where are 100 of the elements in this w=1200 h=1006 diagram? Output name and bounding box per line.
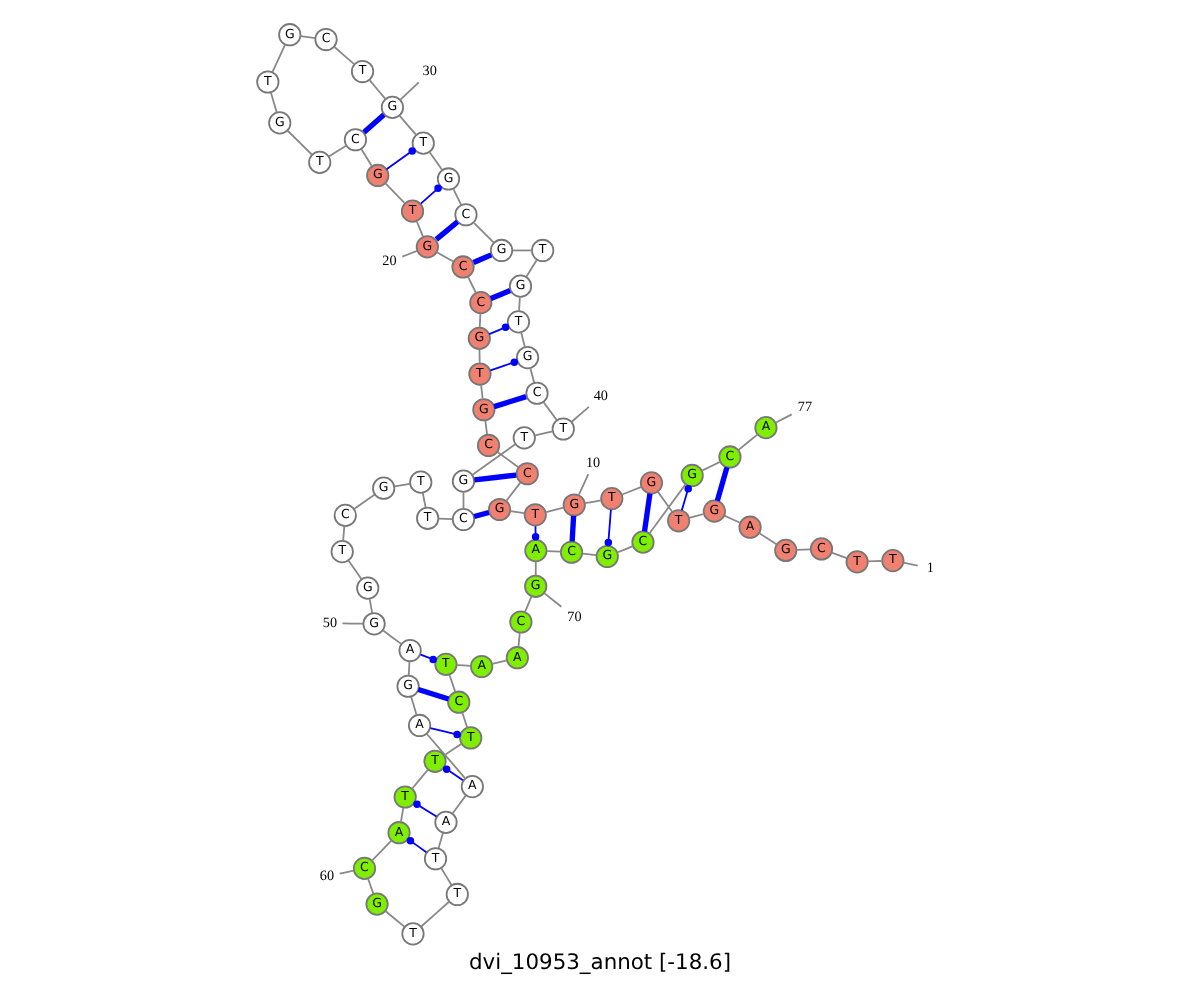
connector — [417, 686, 450, 702]
connector — [583, 499, 602, 505]
connector — [333, 46, 355, 66]
connector — [353, 493, 376, 510]
connector — [382, 629, 403, 645]
connector — [286, 129, 313, 156]
connector — [581, 552, 598, 557]
connector — [420, 901, 450, 928]
connector — [545, 506, 565, 513]
connector — [435, 251, 455, 263]
connector — [428, 151, 444, 171]
connector — [362, 112, 386, 135]
connector — [338, 869, 355, 875]
connector — [524, 595, 533, 613]
connector — [520, 331, 526, 348]
connector — [456, 664, 472, 667]
connector — [488, 323, 510, 336]
connector — [410, 696, 418, 716]
connector — [484, 419, 488, 436]
connector — [393, 483, 411, 488]
connector — [758, 532, 778, 546]
connector — [723, 514, 741, 524]
connector — [701, 461, 721, 472]
connector — [473, 509, 490, 520]
connector — [371, 839, 393, 862]
connector — [360, 148, 373, 167]
connector — [342, 525, 346, 542]
connector — [437, 832, 444, 849]
connector — [569, 515, 577, 542]
connector — [571, 406, 590, 423]
caption: dvi_10953_annot [-18.6] — [469, 948, 731, 975]
connector — [467, 276, 477, 294]
connector — [529, 367, 536, 384]
connector — [368, 598, 374, 615]
connector — [534, 560, 537, 576]
connector — [517, 632, 521, 648]
connector — [328, 145, 347, 158]
connector — [578, 473, 590, 496]
connector — [429, 727, 461, 739]
connector — [421, 491, 427, 509]
connector — [385, 147, 416, 171]
connector — [543, 592, 563, 608]
connector — [384, 182, 406, 204]
connector — [472, 252, 493, 265]
connector — [442, 765, 464, 782]
connector — [534, 430, 554, 437]
connector — [496, 451, 520, 469]
connector — [448, 674, 457, 693]
connector — [830, 551, 848, 559]
connector — [407, 660, 411, 676]
connector — [621, 485, 643, 496]
connector — [714, 466, 730, 502]
connector — [419, 653, 437, 664]
connector — [473, 222, 495, 244]
connector — [518, 296, 521, 312]
connector — [509, 510, 525, 515]
connector — [680, 484, 692, 512]
connector — [511, 249, 533, 252]
connector — [443, 743, 463, 757]
connector — [491, 659, 508, 665]
connector — [270, 91, 278, 114]
connector — [616, 545, 634, 554]
connector — [641, 493, 653, 532]
connector — [648, 483, 687, 535]
connector — [411, 768, 429, 790]
connector — [415, 220, 424, 238]
connector — [341, 622, 365, 625]
connector — [434, 219, 460, 242]
connector — [525, 259, 538, 278]
connector — [737, 433, 759, 452]
connector — [406, 837, 428, 854]
connector — [474, 472, 517, 483]
connector — [426, 733, 466, 779]
connector — [398, 114, 418, 136]
connector — [489, 358, 519, 372]
connector — [413, 800, 438, 818]
connector — [604, 508, 613, 547]
connector — [472, 443, 517, 476]
connector — [347, 559, 363, 580]
connector — [452, 187, 462, 206]
connector — [451, 794, 467, 815]
connector — [440, 867, 453, 886]
connector — [656, 490, 674, 513]
connector — [271, 43, 287, 73]
connector — [478, 312, 482, 328]
connector — [505, 481, 522, 502]
connector — [542, 401, 558, 421]
connector — [774, 413, 793, 424]
connector — [867, 560, 883, 563]
connector — [400, 806, 405, 823]
connector — [493, 394, 527, 410]
connector — [688, 513, 705, 519]
connector — [368, 79, 387, 100]
connector — [461, 711, 469, 729]
connector — [419, 184, 442, 205]
connector — [437, 517, 454, 520]
connector — [401, 250, 418, 258]
connector — [384, 910, 406, 928]
connector — [367, 878, 375, 895]
connector — [902, 561, 919, 567]
